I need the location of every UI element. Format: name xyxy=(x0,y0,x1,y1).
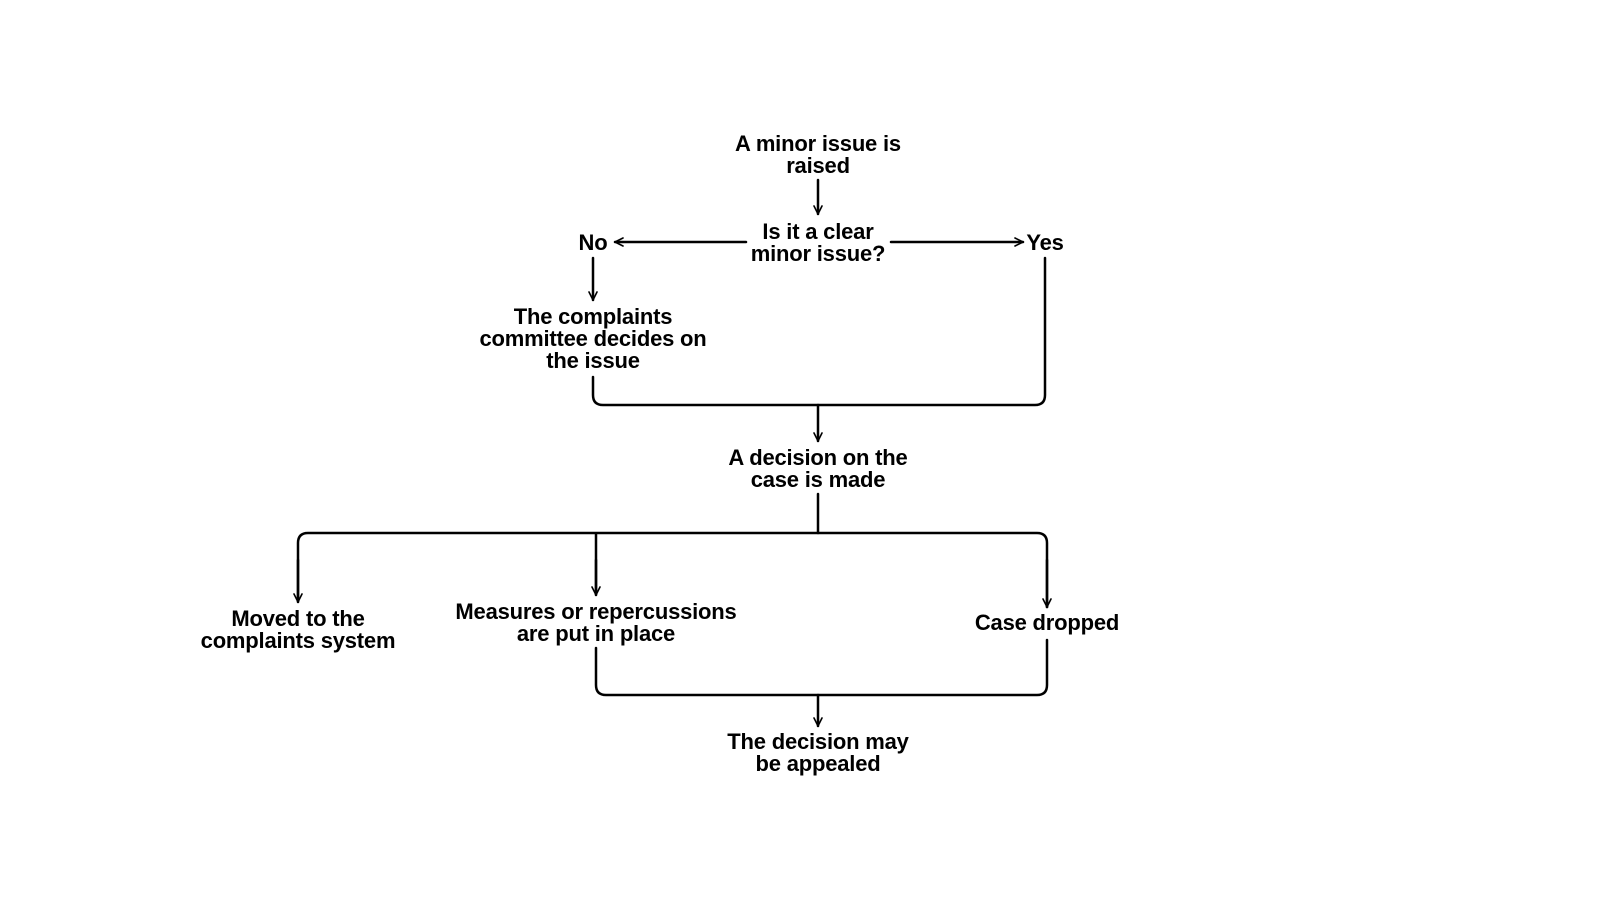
node-text: Yes xyxy=(1026,230,1064,255)
node-text: Is it a clear xyxy=(762,219,874,244)
connector-outcome-branch xyxy=(296,531,1049,609)
node-text: A decision on the xyxy=(728,445,908,470)
label-no: No xyxy=(579,232,608,254)
node-text: Case dropped xyxy=(974,610,1120,635)
connector-measures-dropped-merge xyxy=(594,638,1049,697)
node-committee-decides: The complaints committee decides on the … xyxy=(479,306,706,372)
node-moved-to-complaints-system: Moved to the complaints system xyxy=(201,608,396,652)
node-text: The complaints xyxy=(513,304,673,329)
node-text: the issue xyxy=(546,348,640,373)
node-text: minor issue? xyxy=(750,241,886,266)
node-text: The decision may xyxy=(727,729,909,754)
node-text: A minor issue is xyxy=(735,131,901,156)
node-text: case is made xyxy=(750,467,886,492)
node-decision-made: A decision on the case is made xyxy=(728,447,907,491)
node-text: complaints system xyxy=(200,628,396,653)
node-measures-in-place: Measures or repercussions are put in pla… xyxy=(455,601,736,645)
label-yes: Yes xyxy=(1026,230,1064,255)
node-text: Measures or repercussions xyxy=(455,599,737,624)
node-text: raised xyxy=(786,153,850,178)
node-clear-minor-issue-question: Is it a clear minor issue? xyxy=(751,221,886,265)
node-text: Moved to the xyxy=(231,606,365,631)
node-case-dropped: Case dropped xyxy=(975,612,1119,634)
node-minor-issue-raised: A minor issue is raised xyxy=(735,133,901,177)
node-text: be appealed xyxy=(755,751,881,776)
node-text: No xyxy=(578,230,608,255)
node-decision-may-be-appealed: The decision may be appealed xyxy=(727,729,909,776)
node-text: are put in place xyxy=(516,621,676,646)
node-text: committee decides on xyxy=(479,326,707,351)
